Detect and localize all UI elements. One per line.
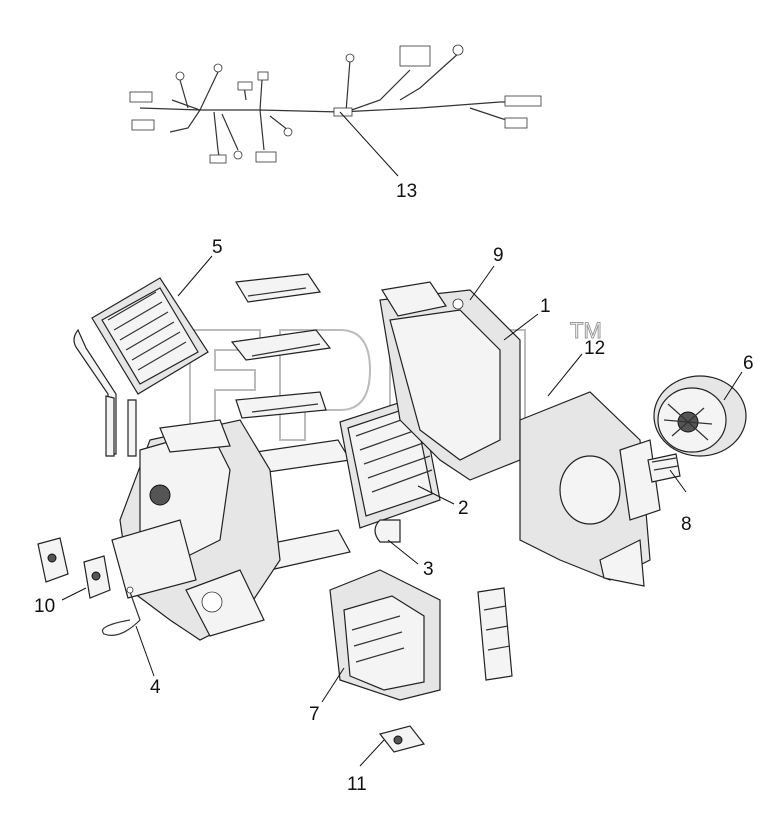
door-actuators — [37, 537, 111, 599]
heater-case-left — [111, 419, 281, 641]
callout-9: 9 — [493, 245, 504, 266]
callout-6: 6 — [743, 353, 754, 374]
heater-core — [73, 277, 209, 457]
callout-5: 5 — [212, 237, 223, 258]
cabin-filter-frame — [477, 587, 513, 681]
callout-8: 8 — [681, 514, 692, 535]
trademark-mark: TM — [570, 318, 602, 343]
callout-13: 13 — [396, 181, 417, 202]
callout-3: 3 — [423, 559, 434, 580]
wiring-harness — [129, 44, 542, 164]
callout-4: 4 — [150, 677, 161, 698]
callout-7: 7 — [309, 704, 320, 725]
callout-11: 11 — [347, 774, 367, 795]
callout-leaders — [61, 111, 743, 767]
temperature-sensor — [102, 586, 141, 636]
mode-actuator — [378, 725, 426, 753]
callout-12: 12 — [584, 338, 605, 359]
air-inlet-box — [329, 569, 441, 701]
callout-1: 1 — [540, 296, 551, 317]
blower-motor-fan — [653, 375, 747, 457]
callout-10: 10 — [34, 596, 55, 617]
callout-labels: 13 5 9 1 12 6 8 2 3 4 10 7 11 — [34, 181, 754, 795]
callout-2: 2 — [458, 498, 469, 519]
blower-housing — [519, 391, 661, 587]
door-flaps — [230, 273, 351, 571]
blower-resistor — [647, 453, 681, 483]
heater-case-upper — [379, 281, 521, 481]
